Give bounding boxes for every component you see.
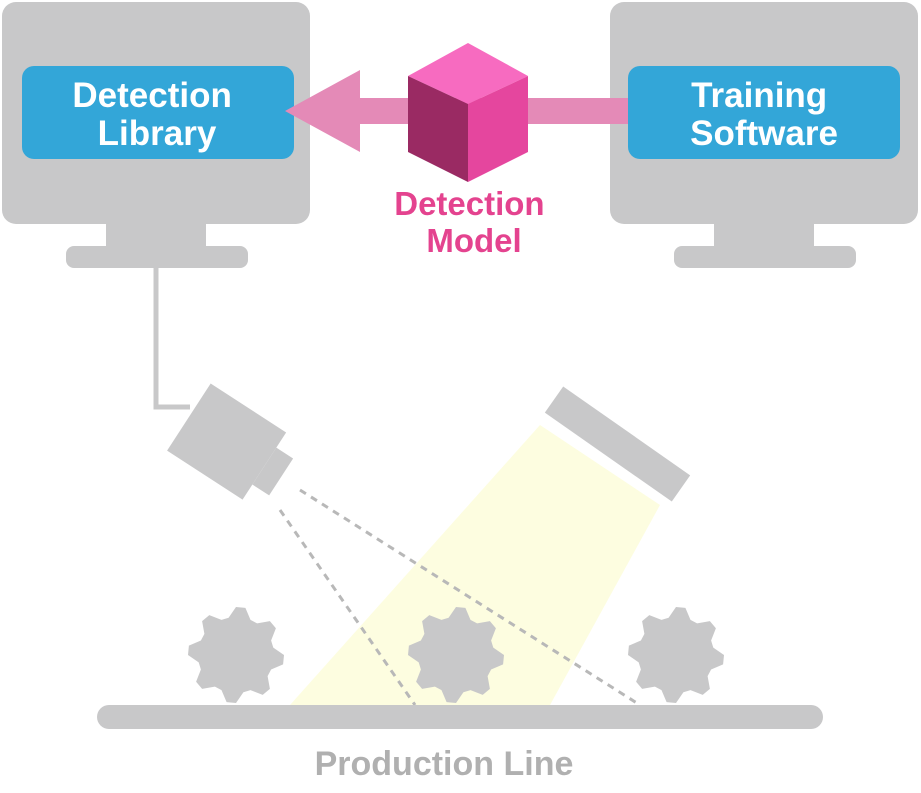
training-software-line1: Training xyxy=(691,76,827,115)
camera-lens xyxy=(252,447,294,496)
svg-text:Detection Library: Detection Library xyxy=(72,76,241,153)
cube-icon xyxy=(408,43,528,182)
light-beam xyxy=(290,425,660,705)
gear-hub xyxy=(442,641,470,669)
camera-icon xyxy=(167,383,294,500)
training-software-line2: Software xyxy=(690,114,838,153)
monitor-stand xyxy=(674,246,856,268)
detection-model-line1: Detection xyxy=(394,185,544,222)
svg-text:Detection Model: Detection Model xyxy=(394,185,554,259)
training-software-box xyxy=(628,66,900,159)
detection-library-line2: Library xyxy=(98,114,217,153)
light-icon xyxy=(544,386,691,502)
detection-library-box xyxy=(22,66,294,159)
detection-model-line2: Model xyxy=(426,222,521,259)
gear-hub xyxy=(222,641,250,669)
svg-text:Training Software: Training Software xyxy=(690,76,838,153)
detection-library-line1: Detection xyxy=(72,76,231,115)
gears xyxy=(188,607,724,703)
camera-body xyxy=(167,383,287,500)
conveyor-belt xyxy=(97,705,823,729)
cube-left-face xyxy=(408,76,468,182)
cube-top xyxy=(408,43,528,104)
camera-sight-lines xyxy=(278,488,641,707)
left-monitor: Detection Library xyxy=(2,2,310,268)
cube-right-face xyxy=(468,76,528,182)
camera-cable xyxy=(153,268,190,410)
gear-hub xyxy=(662,641,690,669)
production-line-label: Production Line xyxy=(315,745,574,783)
right-monitor: Training Software xyxy=(610,2,918,268)
monitor-stand xyxy=(66,246,248,268)
